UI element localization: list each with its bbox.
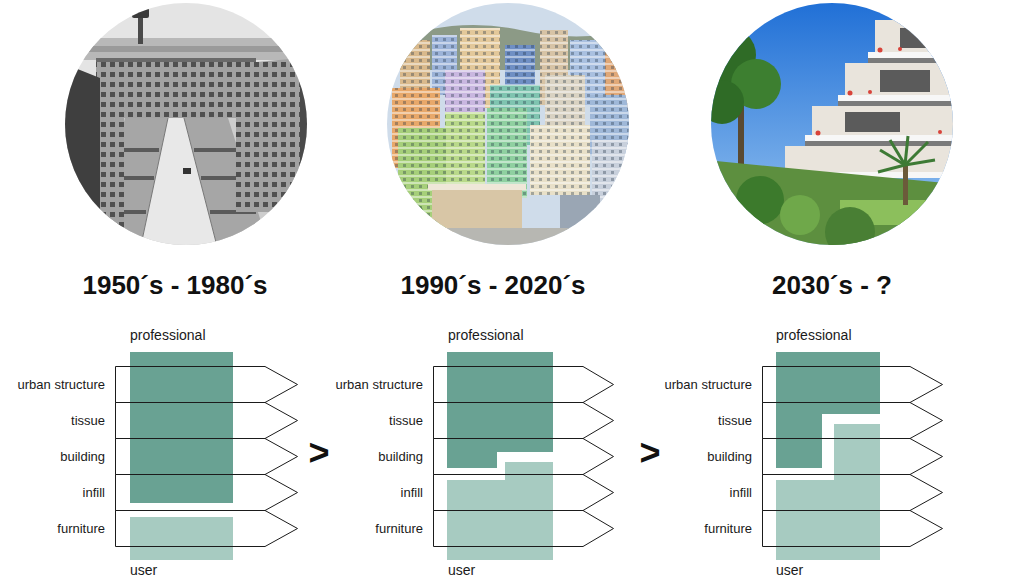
layer-label: infill (83, 486, 105, 499)
layer-band: urban structure (115, 366, 298, 402)
layer-label: urban structure (18, 378, 105, 391)
layer-label: furniture (375, 522, 423, 535)
layer-band: tissue (115, 402, 298, 438)
actor-label: professional (130, 328, 206, 342)
layer-band: building (115, 438, 298, 474)
layer-arrow-outline (115, 474, 298, 510)
actor-label: professional (448, 328, 524, 342)
layer-label: furniture (704, 522, 752, 535)
layer-arrow-outline (433, 402, 614, 438)
period-title: 1950´s - 1980´s (82, 272, 267, 298)
layer-arrow-outline (115, 510, 298, 546)
actor-label: professional (776, 328, 852, 342)
layer-arrow-outline (115, 366, 298, 402)
period-title: 2030´s - ? (772, 272, 892, 298)
layer-arrow-outline (434, 403, 614, 439)
layer-arrow-outline (762, 474, 943, 510)
layer-band: furniture (115, 510, 298, 546)
transition-arrow: > (639, 435, 660, 471)
layer-label: building (60, 450, 105, 463)
layer-arrow-outline (116, 403, 298, 439)
professional-area (130, 352, 233, 503)
layer-label: urban structure (665, 378, 752, 391)
layer-arrow-outline (763, 511, 943, 547)
photo-terraced-garden (700, 0, 965, 257)
layer-arrow-outline (762, 510, 943, 546)
user-area (776, 424, 880, 560)
layer-arrow-outline (434, 475, 614, 511)
layer-band: infill (433, 474, 614, 510)
layer-arrow-outline (434, 367, 614, 403)
layer-label: building (378, 450, 423, 463)
layer-arrow-outline (763, 439, 943, 475)
layer-band: infill (762, 474, 943, 510)
layer-arrow-outline (116, 367, 298, 403)
layer-label: infill (730, 486, 752, 499)
layer-arrow-outline (116, 475, 298, 511)
layer-band: urban structure (762, 366, 943, 402)
layer-label: infill (401, 486, 423, 499)
actor-label: user (448, 563, 475, 577)
layer-arrow-outline (433, 510, 614, 546)
layer-arrow-outline (434, 511, 614, 547)
layer-arrow-outline (433, 366, 614, 402)
layer-arrow-outline (115, 402, 298, 438)
layer-arrow-outline (433, 438, 614, 474)
photo-housing-estate-1950s (60, 0, 320, 250)
professional-area (447, 352, 553, 468)
layer-arrow-outline (762, 438, 943, 474)
layer-label: building (707, 450, 752, 463)
actor-label: user (776, 563, 803, 577)
layer-band: tissue (433, 402, 614, 438)
layer-arrow-outline (434, 439, 614, 475)
layer-band: infill (115, 474, 298, 510)
layer-arrow-outline (763, 403, 943, 439)
layer-label: tissue (71, 414, 105, 427)
layer-arrow-outline (115, 438, 298, 474)
layer-arrow-outline (116, 511, 298, 547)
period-title: 1990´s - 2020´s (400, 272, 585, 298)
layer-label: tissue (389, 414, 423, 427)
layer-arrow-outline (763, 475, 943, 511)
layer-arrow-outline (116, 439, 298, 475)
photo-renovated-blocks (376, 0, 640, 253)
layer-label: urban structure (336, 378, 423, 391)
actor-label: user (130, 563, 157, 577)
layer-band: building (433, 438, 614, 474)
layer-band: furniture (433, 510, 614, 546)
layer-label: furniture (57, 522, 105, 535)
layer-band: urban structure (433, 366, 614, 402)
layer-arrow-outline (763, 367, 943, 403)
layer-band: tissue (762, 402, 943, 438)
user-area (130, 517, 233, 560)
layer-arrow-outline (762, 366, 943, 402)
layer-arrow-outline (762, 402, 943, 438)
layer-band: furniture (762, 510, 943, 546)
layer-band: building (762, 438, 943, 474)
layer-label: tissue (718, 414, 752, 427)
layer-arrow-outline (433, 474, 614, 510)
transition-arrow: > (308, 435, 329, 471)
